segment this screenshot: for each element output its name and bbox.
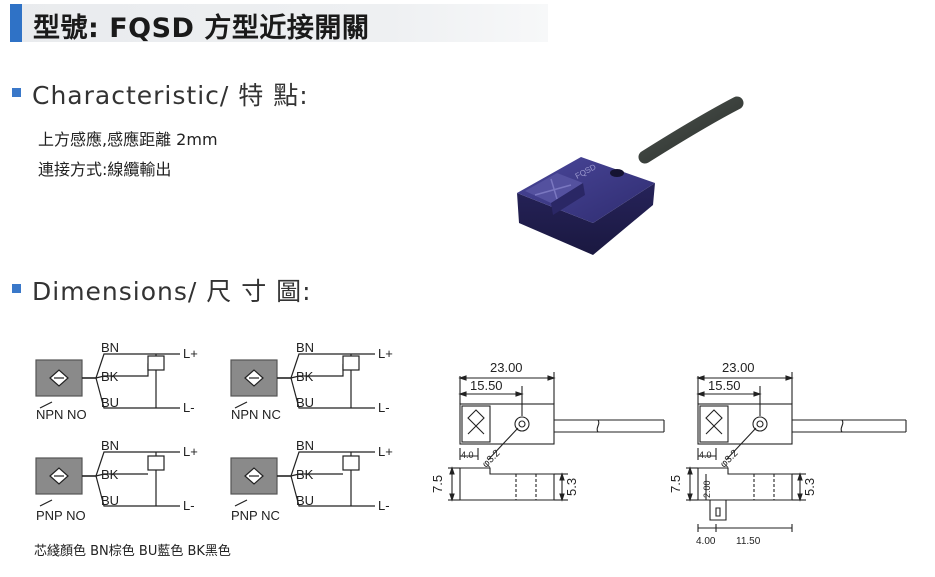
wire-label-bk: BK — [296, 467, 314, 482]
dimensions-heading: Dimensions/ 尺 寸 圖: — [32, 277, 312, 306]
terminal-label-lplus: L+ — [378, 346, 393, 361]
dim-bottom-b: 11.50 — [736, 536, 761, 547]
terminal-label-lminus: L- — [183, 498, 195, 513]
wire-label-bn: BN — [296, 340, 315, 355]
wire-label-bk: BK — [101, 467, 119, 482]
dimension-drawing-left: 23.00 15.50 4.0 φ3.2 7.5 5.3 — [430, 360, 665, 502]
characteristic-line-1: 上方感應,感應距離 2mm — [38, 130, 218, 149]
wiring-type-label: NPN NO — [36, 407, 87, 422]
dim-hole-dia: φ3.2 — [718, 448, 741, 471]
wire-label-bn: BN — [296, 438, 315, 453]
dim-hole-dia: φ3.2 — [480, 448, 503, 471]
title-accent-bar — [10, 4, 22, 42]
terminal-label-lplus: L+ — [378, 444, 393, 459]
dimension-drawing-right: 23.00 15.50 4.0 φ3.2 7.5 2.00 5.3 4.00 1… — [668, 360, 907, 547]
terminal-label-lplus: L+ — [183, 444, 198, 459]
wire-label-bu: BU — [101, 395, 120, 410]
wiring-type-label: PNP NC — [231, 508, 280, 523]
terminal-label-lminus: L- — [183, 400, 195, 415]
wire-label-bk: BK — [101, 369, 119, 384]
wire-label-bk: BK — [296, 369, 314, 384]
dim-inner: 2.00 — [702, 480, 712, 498]
wiring-type-label: NPN NC — [231, 407, 281, 422]
terminal-label-lminus: L- — [378, 400, 390, 415]
dim-length: 23.00 — [490, 360, 523, 375]
dim-hole-pos: 15.50 — [470, 378, 503, 393]
page-title: 型號: FQSD 方型近接開關 — [33, 13, 370, 44]
characteristic-heading: Characteristic/ 特 點: — [32, 81, 309, 110]
terminal-label-lminus: L- — [378, 498, 390, 513]
sensor-photo: FQSD — [517, 96, 744, 255]
wiring-diagrams — [35, 353, 375, 507]
terminal-label-lplus: L+ — [183, 346, 198, 361]
bullet-icon — [12, 88, 21, 97]
dim-length: 23.00 — [722, 360, 755, 375]
dim-thickness: 5.3 — [802, 478, 817, 496]
wire-color-note: 芯綫顏色 BN棕色 BU藍色 BK黑色 — [34, 544, 231, 559]
title-bar — [10, 4, 548, 42]
dim-small: 4.0 — [461, 450, 474, 460]
wire-label-bn: BN — [101, 438, 120, 453]
wire-label-bu: BU — [101, 493, 120, 508]
wiring-type-label: PNP NO — [36, 508, 86, 523]
dim-hole-pos: 15.50 — [708, 378, 741, 393]
wire-label-bn: BN — [101, 340, 120, 355]
dim-bottom-a: 4.00 — [696, 536, 716, 547]
wire-label-bu: BU — [296, 493, 315, 508]
wire-label-bu: BU — [296, 395, 315, 410]
dim-height: 7.5 — [430, 475, 445, 493]
bullet-icon — [12, 284, 21, 293]
dim-small: 4.0 — [699, 450, 712, 460]
dim-thickness: 5.3 — [564, 478, 579, 496]
characteristic-line-2: 連接方式:線纜輸出 — [38, 160, 172, 179]
dim-height: 7.5 — [668, 475, 683, 493]
